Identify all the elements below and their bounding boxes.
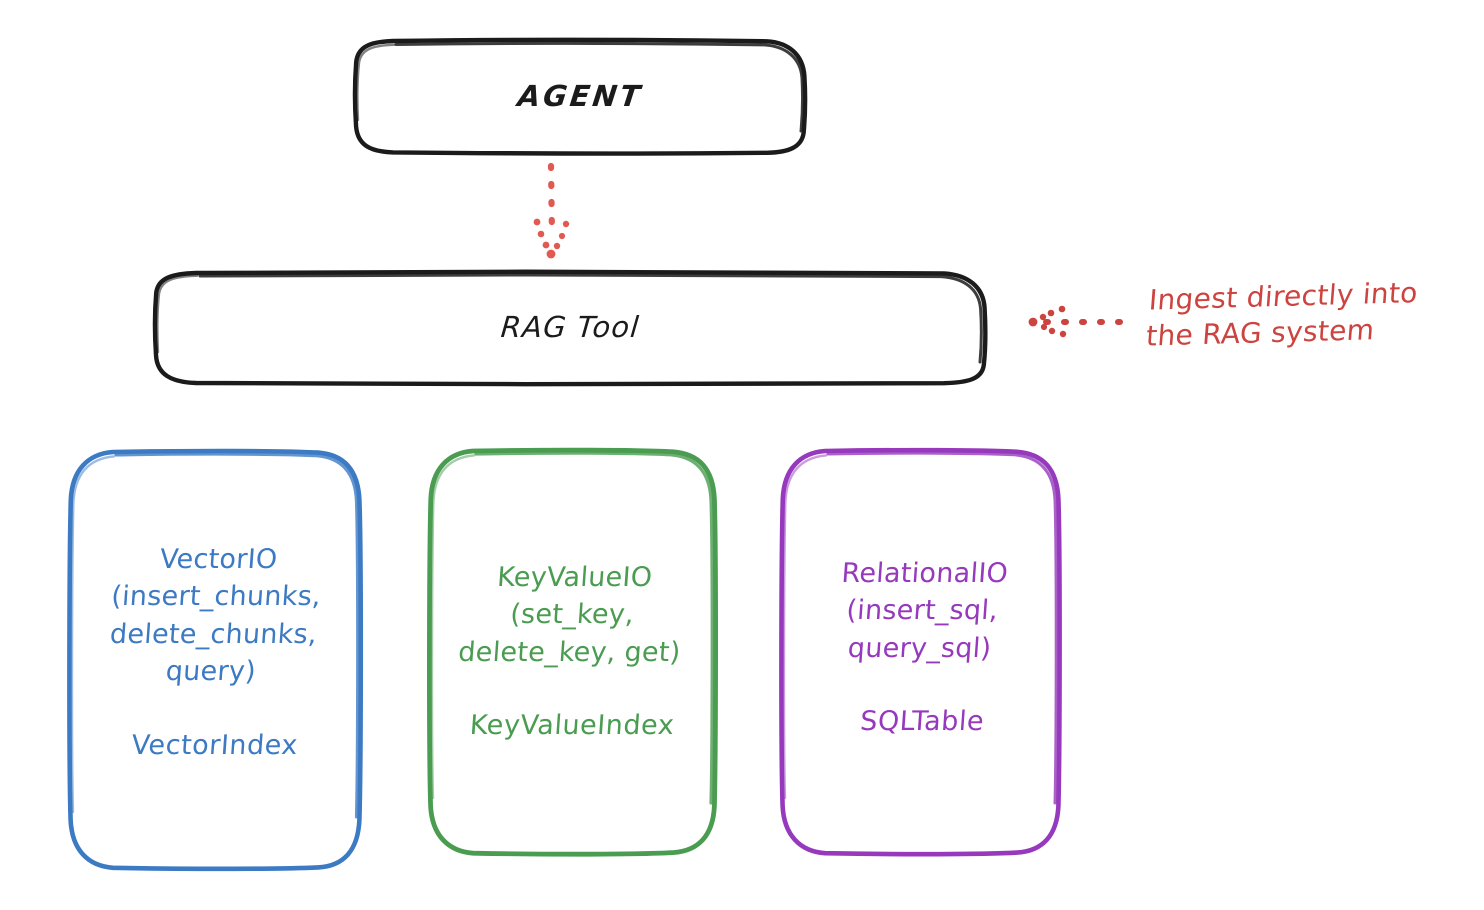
- agent-to-rag-dotted-arrow: [533, 162, 570, 259]
- annotation-to-rag-dotted-arrow: [1028, 305, 1131, 338]
- key-value-io-text-stack: KeyValueIO (set_key, delete_key, get) Ke…: [457, 559, 683, 742]
- node-vector-io[interactable]: VectorIO (insert_chunks, delete_chunks, …: [68, 450, 361, 869]
- key-value-io-index-label: KeyValueIndex: [468, 710, 676, 742]
- vector-io-index-label: VectorIndex: [130, 729, 299, 761]
- node-agent[interactable]: AGENT: [355, 40, 805, 153]
- node-key-value-io[interactable]: KeyValueIO (set_key, delete_key, get) Ke…: [428, 450, 716, 856]
- node-rag-tool-label: RAG Tool: [499, 310, 641, 345]
- node-rag-tool[interactable]: RAG Tool: [155, 272, 985, 383]
- key-value-io-api-label: KeyValueIO (set_key, delete_key, get): [457, 561, 682, 668]
- relational-io-text-stack: RelationalIO (insert_sql, query_sql) SQL…: [839, 555, 1010, 738]
- spacer: [839, 666, 1005, 706]
- annotation-ingest-directly: Ingest directly into the RAG system: [1144, 276, 1420, 353]
- node-agent-label: AGENT: [515, 79, 645, 114]
- node-relational-io[interactable]: RelationalIO (insert_sql, query_sql) SQL…: [782, 450, 1063, 856]
- vector-io-api-label: VectorIO (insert_chunks, delete_chunks, …: [108, 543, 322, 687]
- relational-io-index-label: SQLTable: [859, 706, 986, 738]
- spacer: [461, 670, 683, 710]
- spacer: [110, 690, 320, 730]
- relational-io-api-label: RelationalIO (insert_sql, query_sql): [840, 557, 1010, 664]
- vector-io-text-stack: VectorIO (insert_chunks, delete_chunks, …: [109, 541, 322, 761]
